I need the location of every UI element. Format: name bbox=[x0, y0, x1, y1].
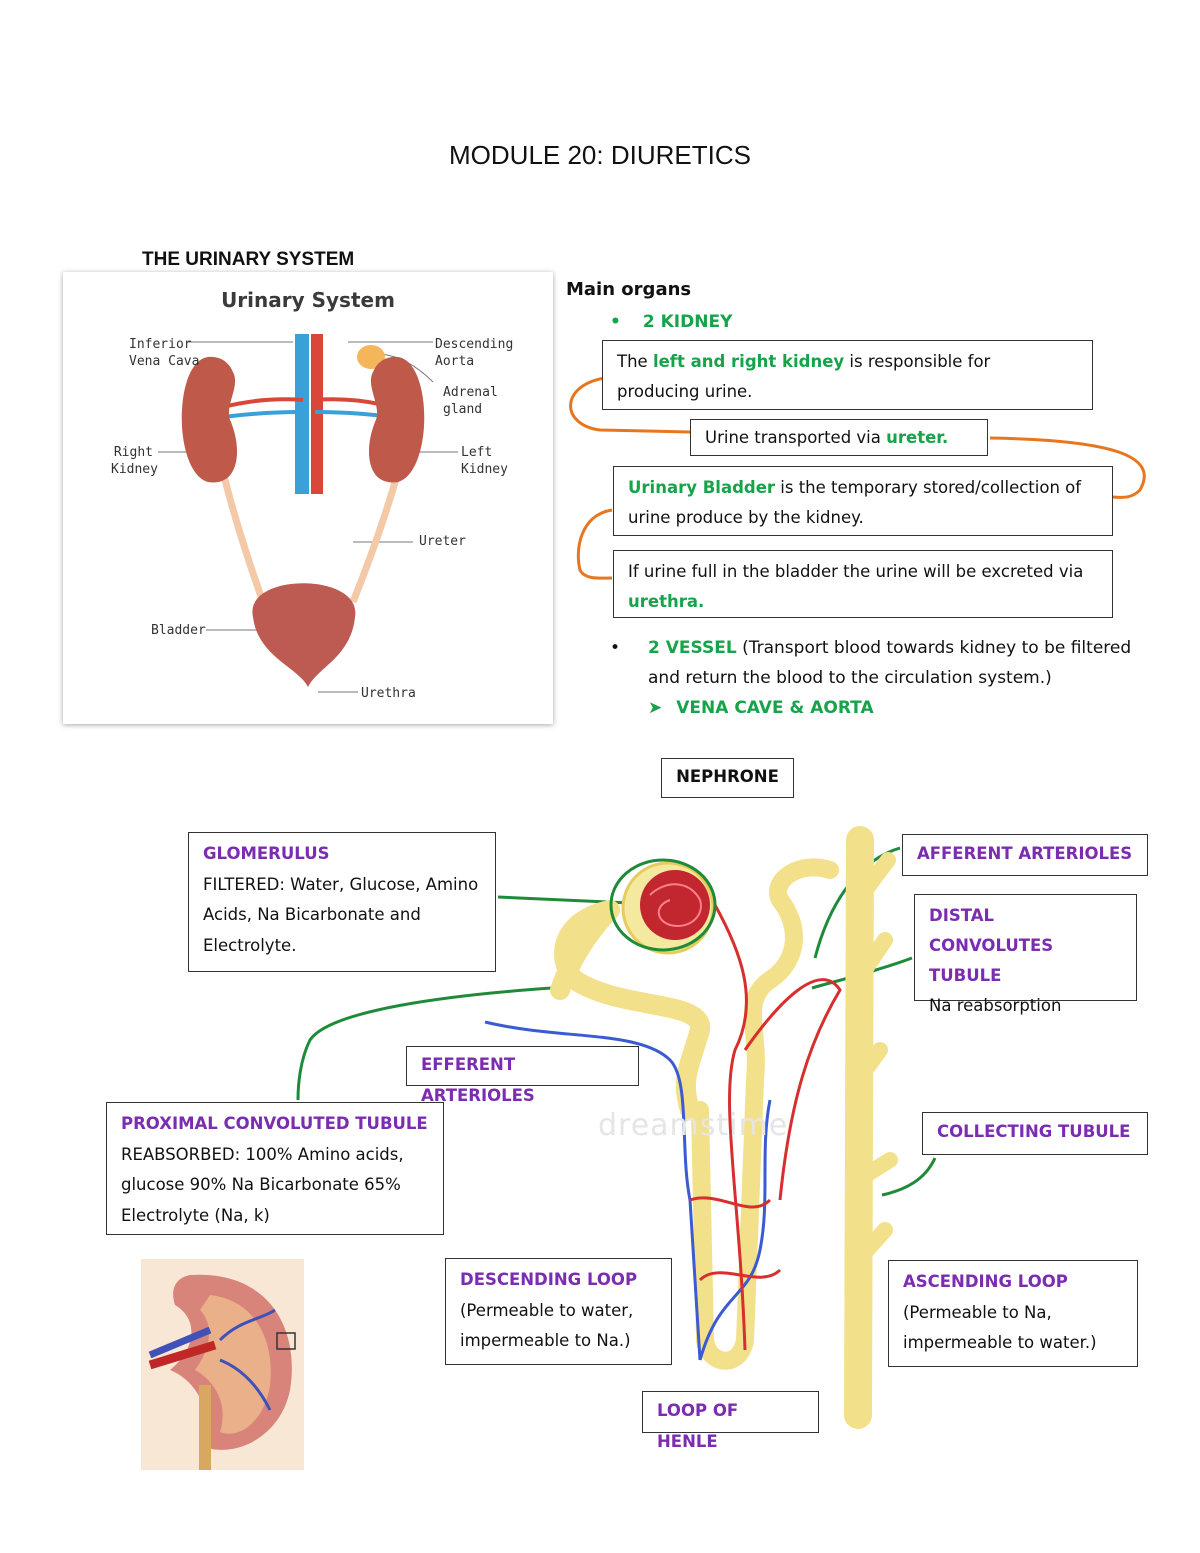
urinary-system-figure: Urinary System Inferior Vena Cava Descen… bbox=[63, 272, 553, 724]
label-bladder: Bladder bbox=[151, 623, 206, 638]
descending-box: DESCENDING LOOP (Permeable to water, imp… bbox=[445, 1258, 672, 1365]
vessel-bullet: • 2 VESSEL (Transport blood towards kidn… bbox=[610, 638, 1132, 718]
label-aorta: Descending Aorta bbox=[435, 337, 514, 369]
collecting-box: COLLECTING TUBULE bbox=[922, 1112, 1148, 1155]
ascending-box: ASCENDING LOOP (Permeable to Na, imperme… bbox=[888, 1260, 1138, 1367]
watermark: dreamstime bbox=[598, 1108, 789, 1143]
label-right-kidney: Right Kidney bbox=[111, 445, 158, 477]
efferent-box: EFFERENT ARTERIOLES bbox=[406, 1046, 639, 1105]
proximal-box: PROXIMAL CONVOLUTED TUBULE REABSORBED: 1… bbox=[106, 1102, 444, 1235]
label-left-kidney: Left Kidney bbox=[461, 445, 508, 477]
label-vena-cava: Inferior Vena Cava bbox=[129, 337, 200, 369]
label-adrenal-gland: Adrenal gland bbox=[443, 385, 498, 417]
ureter-box: Urine transported via ureter. bbox=[690, 419, 988, 456]
arrow-bullet-icon: ➤ bbox=[648, 698, 663, 718]
nephrone-heading: NEPHRONE bbox=[661, 758, 794, 798]
label-ureter: Ureter bbox=[419, 534, 466, 549]
urethra-box: If urine full in the bladder the urine w… bbox=[613, 550, 1113, 618]
urinary-system-illustration bbox=[158, 334, 458, 693]
kidney-bullet: •2 KIDNEY bbox=[610, 312, 733, 332]
kidney-function-box: The left and right kidney is responsible… bbox=[602, 340, 1093, 410]
loop-of-henle-box: LOOP OF HENLE bbox=[642, 1391, 819, 1451]
main-organs-heading: Main organs bbox=[566, 279, 692, 300]
label-urethra: Urethra bbox=[361, 686, 416, 701]
section-heading: THE URINARY SYSTEM bbox=[142, 249, 355, 270]
glomerulus-box: GLOMERULUS FILTERED: Water, Glucose, Ami… bbox=[188, 832, 496, 972]
bladder-box: Urinary Bladder is the temporary stored/… bbox=[613, 466, 1113, 536]
figure-title: Urinary System bbox=[221, 288, 395, 312]
distal-box: DISTAL CONVOLUTES TUBULE Na reabsorption bbox=[914, 894, 1137, 1015]
afferent-box: AFFERENT ARTERIOLES bbox=[902, 834, 1148, 876]
page-title: MODULE 20: DIURETICS bbox=[449, 140, 751, 170]
